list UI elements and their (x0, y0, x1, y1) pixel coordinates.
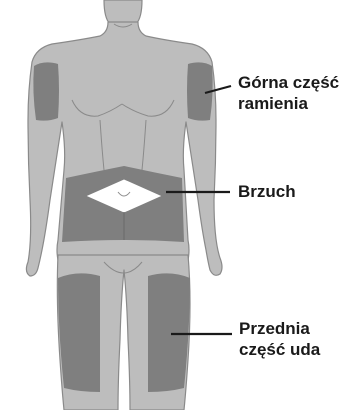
label-abdomen: Brzuch (238, 181, 296, 202)
zone-thigh-left (58, 273, 100, 392)
zone-upper-arm-left (33, 62, 59, 120)
label-abdomen-text: Brzuch (238, 181, 296, 202)
label-upper-arm-line2: ramienia (238, 93, 339, 114)
label-upper-arm-line1: Górna część (238, 72, 339, 93)
label-upper-arm: Górna część ramienia (238, 72, 339, 114)
zone-thigh-right (148, 273, 190, 392)
label-thigh-line1: Przednia (239, 318, 320, 339)
label-thigh: Przednia część uda (239, 318, 320, 360)
label-thigh-line2: część uda (239, 339, 320, 360)
